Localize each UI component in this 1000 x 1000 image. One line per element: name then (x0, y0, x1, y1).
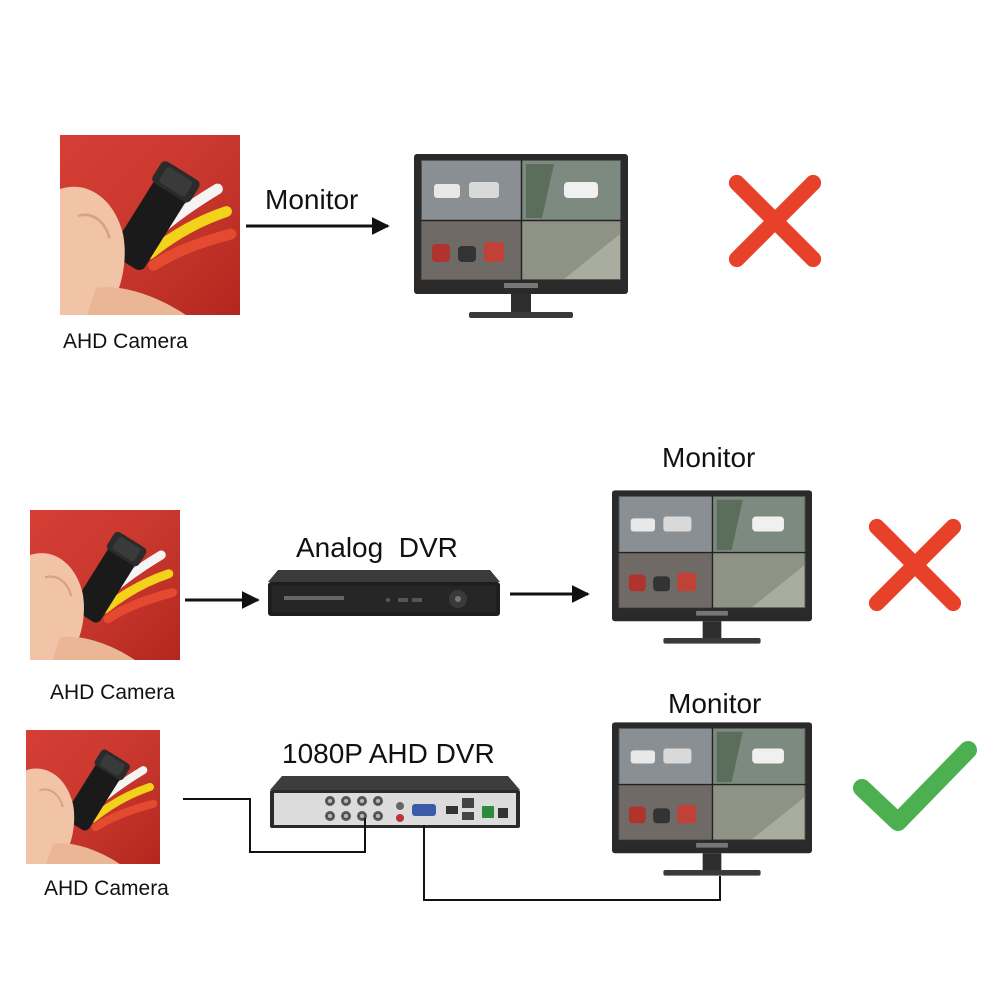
cross-icon (722, 168, 828, 274)
dvr-label: Analog DVR (296, 532, 458, 563)
arrow-label: Monitor (265, 184, 359, 215)
camera-label: AHD Camera (63, 330, 188, 353)
ahd-camera-photo (60, 135, 240, 315)
camera-label: AHD Camera (50, 681, 175, 704)
cross-icon (862, 512, 968, 618)
analog-dvr (268, 570, 500, 618)
monitor (612, 722, 812, 876)
ahd-camera-photo (30, 510, 180, 660)
monitor (414, 154, 628, 318)
monitor-label: Monitor (668, 688, 762, 719)
camera-label: AHD Camera (44, 877, 169, 900)
ahd-camera-photo (26, 730, 160, 864)
dvr-label: 1080P AHD DVR (282, 738, 495, 769)
ahd-dvr (270, 776, 520, 830)
monitor (612, 490, 812, 644)
monitor-label: Monitor (662, 442, 756, 473)
check-icon (850, 738, 980, 838)
